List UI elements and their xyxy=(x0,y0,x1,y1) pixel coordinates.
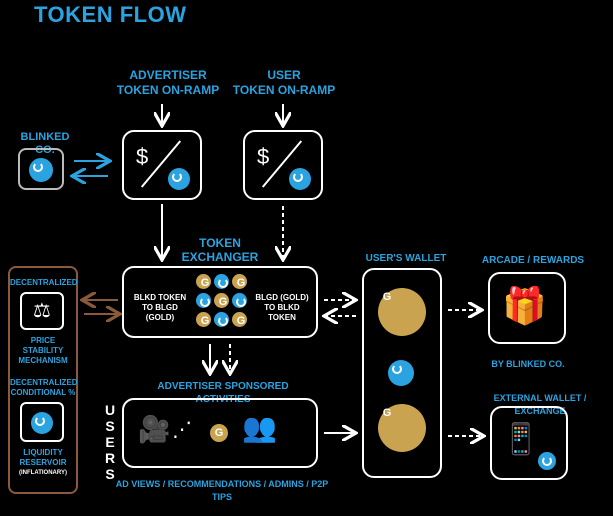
blue-coin-icon xyxy=(232,293,247,308)
arcade-box: 🎁 xyxy=(488,272,566,344)
blue-coin-icon xyxy=(214,312,229,327)
users-vertical-label: U S E R S xyxy=(103,402,117,482)
blue-coin-icon xyxy=(214,274,229,289)
cond-line2: CONDITIONAL % xyxy=(10,388,76,397)
users-letter: E xyxy=(105,434,115,450)
exchanger-right-line2: TO BLKD TOKEN xyxy=(264,303,300,322)
users-wallet-label: USER'S WALLET xyxy=(365,253,447,264)
balance-scale-icon: ⚖ xyxy=(33,300,51,322)
liq-note: (INFLATIONARY) xyxy=(19,470,67,476)
video-camera-icon: 🎥 xyxy=(138,414,171,444)
advertiser-onramp-line1: ADVERTISER xyxy=(129,68,207,82)
external-wallet-label: EXTERNAL WALLET / EXCHANGE xyxy=(493,393,587,416)
users-letter: R xyxy=(104,450,116,466)
phone-qr-icon: 📱 xyxy=(502,423,540,456)
gold-coin-icon xyxy=(232,274,250,292)
sidebar-decentralized-label: DECENTRALIZED xyxy=(10,278,78,287)
blinked-coin-icon xyxy=(388,360,414,386)
price-stability-label: PRICE STABILITY MECHANISM xyxy=(10,336,76,366)
activities-box: 🎥 ⋰ 👥 xyxy=(122,398,318,468)
exchanger-box: BLKD TOKEN TO BLGD (GOLD) BLGD (GOLD) TO… xyxy=(122,266,318,338)
users-letter: S xyxy=(105,466,115,482)
liquidity-label: LIQUIDITY RESERVOIR (INFLATIONARY) xyxy=(10,448,76,478)
user-onramp-line2: TOKEN ON-RAMP xyxy=(232,83,336,97)
liq-line1: LIQUIDITY xyxy=(23,448,63,457)
arcade-label: ARCADE / REWARDS xyxy=(481,255,585,266)
conditional-label: DECENTRALIZED CONDITIONAL % xyxy=(10,378,78,398)
advertiser-onramp-line2: TOKEN ON-RAMP xyxy=(116,83,220,97)
user-onramp-line1: USER xyxy=(267,68,301,82)
exchanger-left-text: BLKD TOKEN TO BLGD (GOLD) xyxy=(128,293,192,323)
gold-coin-large-icon xyxy=(378,404,426,452)
advertiser-onramp-box: $ xyxy=(122,130,202,200)
gold-coin-icon xyxy=(196,312,214,330)
gold-coin-icon xyxy=(232,312,250,330)
people-chat-icon: 👥 xyxy=(242,412,277,443)
page-title: TOKEN FLOW xyxy=(34,2,187,27)
user-onramp-box: $ xyxy=(243,130,323,200)
blue-coin-icon xyxy=(196,293,211,308)
arcade-by-label: BY BLINKED CO. xyxy=(491,359,565,369)
price-stability-box: ⚖ xyxy=(20,292,64,330)
exchanger-right-text: BLGD (GOLD) TO BLKD TOKEN xyxy=(250,293,314,323)
blinked-token-icon xyxy=(289,168,311,190)
price-line1: PRICE STABILITY xyxy=(22,336,64,355)
blinked-token-icon xyxy=(168,168,190,190)
users-letter: U xyxy=(104,402,116,418)
exchanger-left-line2: TO BLGD (GOLD) xyxy=(142,303,178,322)
price-line2: MECHANISM xyxy=(18,356,68,365)
users-letter: S xyxy=(105,418,115,434)
gold-coin-large-icon xyxy=(378,288,426,336)
dollar-icon: $ xyxy=(136,144,149,169)
liquidity-box xyxy=(20,402,64,442)
exchanger-line1: TOKEN xyxy=(199,236,241,250)
decentralized-sidebar xyxy=(8,266,78,494)
funnel-icon: ⋰ xyxy=(172,419,192,441)
dollar-icon: $ xyxy=(257,144,270,169)
blinked-coin-icon xyxy=(538,452,556,470)
blinked-logo-icon xyxy=(29,158,53,182)
external-wallet-box: 📱 xyxy=(490,406,568,480)
exchanger-right-line1: BLGD (GOLD) xyxy=(255,293,309,302)
advertiser-onramp-label: ADVERTISER TOKEN ON-RAMP xyxy=(108,68,228,98)
gift-box-icon: 🎁 xyxy=(502,285,547,326)
exchanger-line2: EXCHANGER xyxy=(181,250,259,264)
exchanger-left-line1: BLKD TOKEN xyxy=(133,293,187,302)
cond-line1: DECENTRALIZED xyxy=(10,378,78,387)
blinked-logo-icon xyxy=(31,412,53,434)
exchanger-label: TOKEN EXCHANGER xyxy=(180,236,260,264)
user-onramp-label: USER TOKEN ON-RAMP xyxy=(224,68,344,98)
gold-coin-icon xyxy=(214,293,232,311)
activities-footer: AD VIEWS / RECOMMENDATIONS / ADMINS / P2… xyxy=(115,479,329,502)
users-wallet-box xyxy=(362,268,442,478)
gold-coin-icon xyxy=(210,424,228,442)
blinked-co-box xyxy=(18,148,64,190)
liq-line2: RESERVOIR xyxy=(19,458,67,467)
blinked-co-label: BLINKED CO. xyxy=(20,131,70,156)
gold-coin-icon xyxy=(196,274,214,292)
